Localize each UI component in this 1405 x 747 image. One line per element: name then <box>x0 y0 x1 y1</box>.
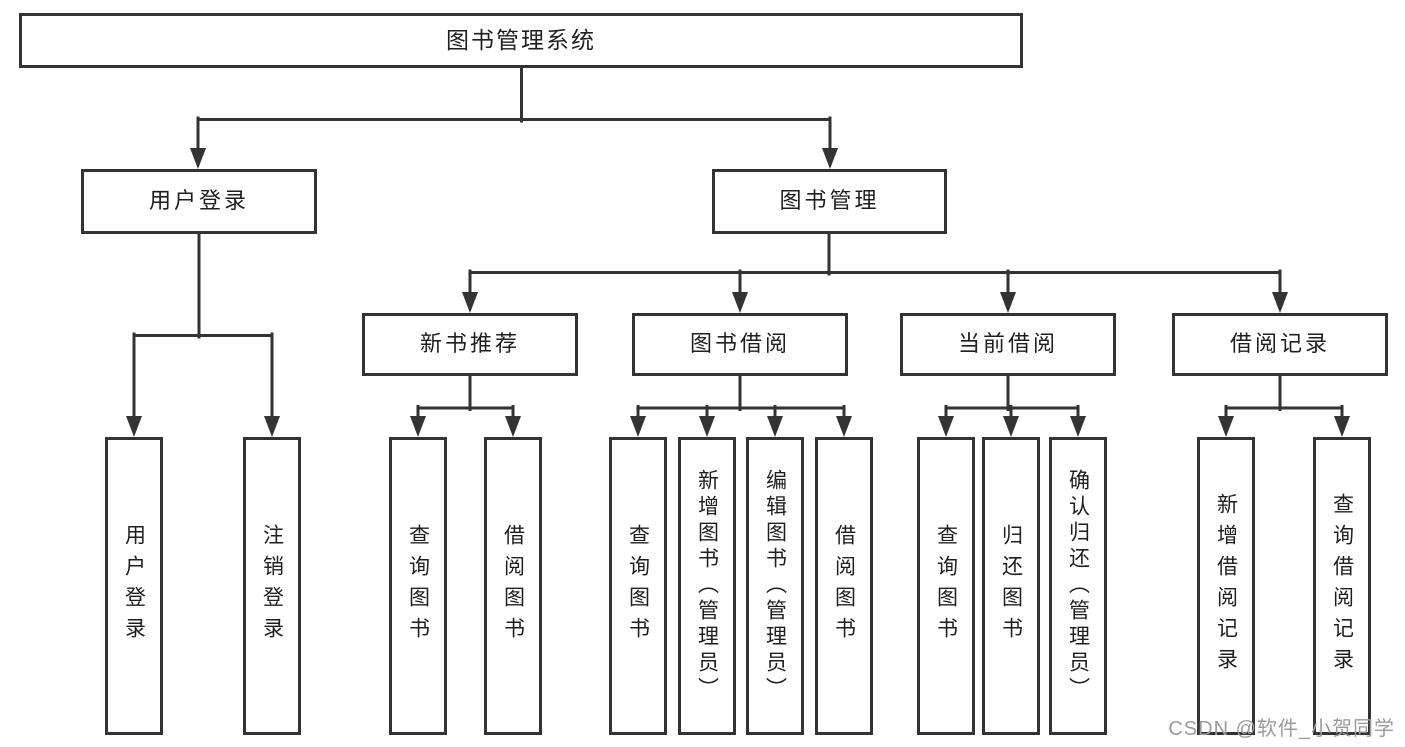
node-new-book-recommend: 新书推荐 <box>362 313 578 376</box>
leaf-label: 归还图书 <box>999 524 1023 648</box>
node-book-borrowing: 图书借阅 <box>632 313 848 376</box>
leaf-label: 借阅图书 <box>501 524 525 648</box>
leaf-label: 编辑图书（管理员） <box>763 469 787 703</box>
leaf-user-login: 用户登录 <box>105 437 163 735</box>
node-borrowing-records: 借阅记录 <box>1172 313 1388 376</box>
leaf-add-borrow-record: 新增借阅记录 <box>1197 437 1255 735</box>
leaf-logout: 注销登录 <box>243 437 301 735</box>
leaf-label: 新增图书（管理员） <box>695 469 719 703</box>
leaf-confirm-return-admin: 确认归还（管理员） <box>1049 437 1107 735</box>
leaf-label: 查询图书 <box>626 524 650 648</box>
node-user-login: 用户登录 <box>81 169 317 234</box>
leaf-borrow-books-recommend: 借阅图书 <box>484 437 542 735</box>
leaf-query-books-current: 查询图书 <box>917 437 975 735</box>
leaf-query-books-borrowing: 查询图书 <box>609 437 667 735</box>
leaf-label: 查询借阅记录 <box>1330 493 1354 679</box>
node-root-system: 图书管理系统 <box>19 13 1023 68</box>
leaf-label: 新增借阅记录 <box>1214 493 1238 679</box>
leaf-label: 查询图书 <box>934 524 958 648</box>
leaf-label: 注销登录 <box>260 524 284 648</box>
leaf-label: 用户登录 <box>122 524 146 648</box>
leaf-edit-book-admin: 编辑图书（管理员） <box>746 437 804 735</box>
leaf-label: 借阅图书 <box>832 524 856 648</box>
leaf-borrow-books: 借阅图书 <box>815 437 873 735</box>
node-book-management: 图书管理 <box>712 169 947 234</box>
leaf-return-book: 归还图书 <box>982 437 1040 735</box>
node-current-borrowing: 当前借阅 <box>900 313 1116 376</box>
leaf-query-books-recommend: 查询图书 <box>389 437 447 735</box>
csdn-watermark: CSDN @软件_小贺同学 <box>1168 718 1395 740</box>
leaf-add-book-admin: 新增图书（管理员） <box>678 437 736 735</box>
leaf-label: 确认归还（管理员） <box>1066 469 1090 703</box>
leaf-label: 查询图书 <box>406 524 430 648</box>
leaf-query-borrow-record: 查询借阅记录 <box>1313 437 1371 735</box>
